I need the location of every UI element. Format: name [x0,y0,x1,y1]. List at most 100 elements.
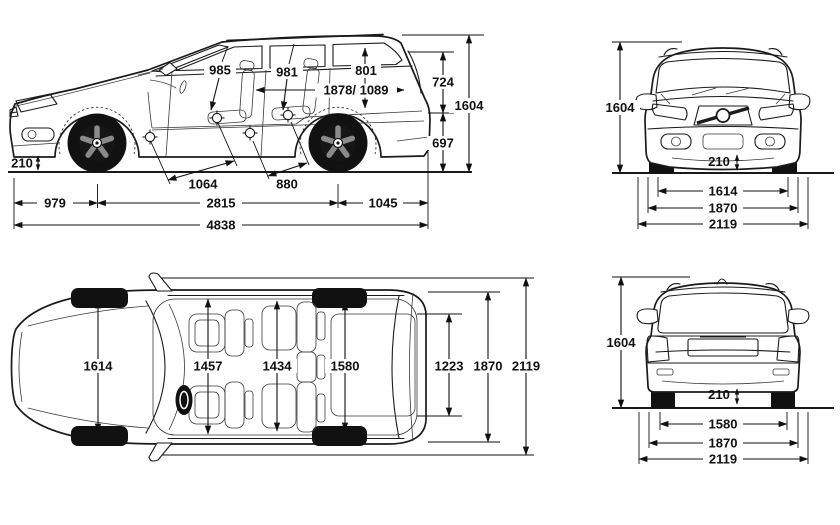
wipers [691,87,751,96]
svg-text:1614: 1614 [84,359,114,374]
svg-text:979: 979 [44,196,66,211]
right-mirror-rear [787,308,810,325]
top-view: 1614 1457 1434 1580 1223 1870 2119 [10,272,546,462]
svg-text:1434: 1434 [263,359,293,374]
side-view-car [9,33,431,173]
right-taillight [776,335,800,363]
right-mirror [788,93,811,111]
rear-window [657,292,789,334]
front-wheel [58,106,136,173]
antenna-fin [716,278,728,285]
dim-cargo-height: 801 [351,47,381,109]
svg-text:210: 210 [708,154,730,169]
rear-view: 1604 210 1580 1870 2119 [601,276,834,467]
top-mirror-right [148,442,173,462]
front-seat [207,60,255,125]
side-view: 801 985 981 1878/ 1089 724 1604 697 210 [8,33,489,233]
svg-text:724: 724 [432,75,454,90]
svg-text:210: 210 [708,387,730,402]
wheel-top-rr [312,426,367,446]
svg-text:697: 697 [432,136,454,151]
left-fog-light [660,133,692,150]
left-taillight [646,335,670,363]
wheel-top-rl [312,288,367,308]
cargo-window [332,42,403,67]
dim-front-interior-width: 1457 [188,298,228,435]
dim-rear-headroom: 981 [271,43,303,111]
svg-text:1045: 1045 [369,196,398,211]
taillight [407,50,422,94]
svg-text:985: 985 [209,63,231,78]
license-plate-recess [687,338,759,357]
brand-logo [715,108,731,123]
svg-text:1870: 1870 [709,436,738,451]
dim-front-headroom: 985 [204,45,236,111]
dim-front-track-front: 1614 [657,184,789,199]
dim-mirror-width-top: 2119 [506,277,546,456]
headlight [15,93,58,113]
wheel-top-fl [71,288,128,308]
front-view-car [635,47,811,173]
rear-wheel [299,106,377,173]
rear-window-top [391,295,400,439]
grille [693,105,753,126]
dim-overall-height-front: 1604 [600,41,682,174]
right-headlight [758,103,795,121]
roof-rail [226,33,384,42]
svg-text:880: 880 [276,177,298,192]
dim-ground-clearance-side: 210 [11,155,41,171]
dim-overall-height-rear: 1604 [601,276,690,409]
rear-view-car [636,278,810,408]
right-fog-light [754,133,786,150]
dim-rear-track-top: 1580 [325,301,365,432]
svg-text:2119: 2119 [512,359,540,374]
dim-body-width-rear: 1870 [648,436,799,451]
dim-front-overhang: 979 [13,196,98,211]
wheel-top-fr [71,426,128,446]
steering-wheel-top [175,385,193,415]
dim-body-width-front: 1870 [647,201,799,216]
dim-ground-clearance-front: 210 [708,154,740,171]
dim-rear-interior-width: 1434 [257,300,297,432]
svg-text:1580: 1580 [331,359,360,374]
dim-overall-height-side: 1604 [402,34,489,173]
top-mirror-left [148,272,173,292]
rear-left-tire [651,388,675,408]
front-view: 1604 210 1614 1870 2119 [600,41,834,232]
dim-front-legroom: 1064 [150,122,238,192]
svg-text:1604: 1604 [607,335,637,350]
roof-rails [663,48,783,56]
dim-rear-legroom: 880 [252,121,310,192]
svg-text:1878/ 1089: 1878/ 1089 [323,83,388,98]
svg-text:1604: 1604 [455,98,485,113]
svg-text:2815: 2815 [207,196,236,211]
top-extension-lines [162,277,534,456]
svg-text:1223: 1223 [435,359,464,374]
roof-rails-rear [666,283,780,291]
dim-ground-clearance-rear: 210 [708,387,740,405]
dim-front-track-top: 1614 [78,299,118,433]
left-headlight [651,103,688,121]
svg-text:981: 981 [276,65,298,80]
svg-text:2119: 2119 [709,217,737,232]
dim-mirror-width-rear: 2119 [638,452,809,467]
windshield-front [655,57,791,94]
dim-cargo-length: 1878/ 1089 [255,83,405,98]
svg-text:1064: 1064 [189,177,219,192]
dim-overall-length: 4838 [13,218,429,233]
dim-upper-body-height: 724 [408,51,459,114]
side-mirror [158,61,178,77]
svg-text:1580: 1580 [709,417,738,432]
fog-light [21,127,55,142]
svg-text:4838: 4838 [207,218,236,233]
dim-body-width-top: 1870 [468,291,508,443]
svg-text:1614: 1614 [709,184,739,199]
steering-wheel-side [179,80,187,94]
svg-text:1870: 1870 [709,201,738,216]
left-mirror-rear [636,308,659,325]
svg-text:2119: 2119 [709,452,737,467]
svg-text:1457: 1457 [194,359,223,374]
svg-text:210: 210 [11,156,33,171]
